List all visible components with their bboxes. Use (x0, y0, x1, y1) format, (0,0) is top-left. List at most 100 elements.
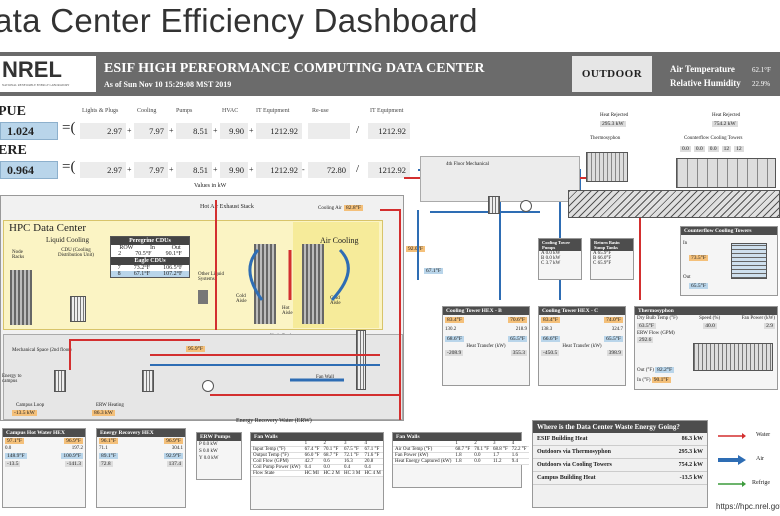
campus-loop-label: Campus Loop (16, 403, 45, 408)
peregrine-cdus-table: Peregrine CDUs ROW In Out 2 70.5°F 90.1°… (110, 236, 190, 278)
table-row: 72.8 137.4 (97, 460, 185, 468)
fw-label: Input Temp (°F) (251, 446, 303, 453)
air-node-rack-right (302, 244, 324, 324)
liquid-node-rack (10, 270, 32, 325)
pump-602-icon (520, 200, 532, 212)
cdu-out: 90.1°F (165, 251, 182, 257)
thermosyphon-coil (693, 343, 773, 371)
mech-space-label: Mechanical Space (2nd floor) (12, 348, 72, 353)
fw-cell: 67.4 °F (302, 446, 322, 453)
cdu-in: 73.2°F (133, 265, 150, 271)
fw-cell: 0.0 (321, 464, 342, 471)
plus-sign: + (127, 126, 132, 135)
fw-cell: 11.2 (490, 458, 510, 465)
tower-structure (568, 190, 780, 218)
waste-label: Campus Building Heat (537, 475, 596, 481)
air-node-rack-left (254, 244, 276, 324)
fw-cell: 1.8 (453, 458, 473, 465)
ct-hex-b-title: Cooling Tower HEX - B (443, 307, 529, 315)
col-pumps: Pumps (176, 108, 193, 114)
pue-label: PUE (0, 104, 26, 119)
fw-cell: 9.4 (509, 458, 529, 465)
legend-arrows (718, 433, 746, 487)
campus-flow-left: 0.0 (5, 446, 12, 451)
minus-sign: - (302, 165, 305, 174)
counterflow-label: Counterflow Cooling Towers (684, 136, 743, 141)
table-row: Campus Building Heat-13.5 kW (533, 472, 707, 485)
fourth-floor-label: 4th Floor Mechanical (446, 162, 490, 167)
campus-hex-panel: Campus Hot Water HEX 97.1°F 96.9°F 0.0 1… (2, 428, 86, 508)
waste-value: 754.2 kW (678, 462, 703, 468)
nrel-logo (0, 56, 96, 92)
fw-cell: HC MI (302, 470, 322, 477)
plus-sign: + (249, 165, 254, 174)
campus-in-left: 148.9°F (5, 453, 27, 459)
list-item: A 65.9°F (591, 251, 633, 256)
pump-id: Y (199, 456, 203, 461)
fw-cell: HC 3 M (341, 470, 363, 477)
counterflow-tower-panel: Counterflow Cooling Towers In 73.5°F Out… (680, 226, 778, 296)
peregrine-header-row: ROW In Out (111, 245, 189, 251)
table-row: 97.1°F 96.9°F (3, 437, 85, 445)
thermo-flow-label: ERW Flow (GPM) (637, 331, 675, 336)
air-temp-label: Air Temperature (670, 64, 735, 74)
cdu-row: 2 (118, 251, 122, 257)
col-lights: Lights & Plugs (82, 108, 119, 114)
pump-power: 0.0 kW (203, 449, 218, 454)
col-reuse: Re-use (312, 108, 329, 114)
tank-temp: 65.9°F (597, 261, 612, 266)
campus-in-right: 96.9°F (64, 438, 83, 444)
erw-out-left: 96.1°F (99, 438, 118, 444)
hexc-in-right: 74.0°F (604, 317, 623, 323)
ere-it2: 1212.92 (368, 162, 410, 178)
col-it2: IT Equipment (370, 108, 404, 114)
fw-label: Output Temp (°F) (251, 452, 303, 459)
ere-value: 0.964 (0, 161, 58, 179)
fw-cell: 72.2 °F (509, 446, 529, 453)
cdu-out: 107.2°F (163, 271, 183, 277)
tank-id: C (593, 261, 597, 266)
list-item: A 0.0 kW (539, 251, 581, 256)
thermo-out-label: Out (°F) (637, 368, 654, 373)
peregrine-col-row: ROW (119, 245, 134, 251)
cdu-label: CDU (Cooling Distribution Unit) (58, 248, 94, 258)
table-row: 71.1 304.1 (97, 445, 185, 452)
pue-hvac: 9.90 (220, 123, 248, 139)
other-liquid-unit (198, 290, 208, 304)
list-item: P 0.0 kW (197, 441, 241, 448)
waste-value: 86.3 kW (681, 436, 703, 442)
thermo-fan-label: Fan Power (kW) (741, 316, 775, 321)
pue-lights: 2.97 (80, 123, 126, 139)
fan-walls-title: Fan Walls (393, 433, 521, 441)
fw-cell: 0.4 (341, 464, 363, 471)
erw-pumps-panel: ERW Pumps P 0.0 kW S 0.0 kW Y 0.0 kW (196, 432, 242, 480)
fw-cell: 68.7 °F (453, 446, 473, 453)
fw-cell: 0.6 (321, 458, 342, 465)
campus-hex-unit (54, 370, 66, 392)
hexb-out-left: 83.4°F (445, 317, 464, 323)
col-hvac: HVAC (222, 108, 239, 114)
fw-cell: 42.7 (302, 458, 322, 465)
fw-cell: 67.1 °F (362, 446, 383, 453)
hot-water-riser (380, 209, 401, 420)
thermo-speed: 40.0 (703, 323, 717, 329)
pump-power: 0.0 kW (203, 456, 219, 461)
fw-col: 4 (509, 441, 529, 447)
fw-cell: 70.1 °F (472, 446, 491, 453)
eagle-title: Eagle CDUs (111, 257, 189, 265)
plus-sign: + (169, 165, 174, 174)
fw-col: 4 (362, 441, 383, 447)
air-temp-value: 62.1°F (752, 66, 771, 74)
thermosyphon-unit (586, 152, 628, 182)
footer-url[interactable]: https://hpc.nrel.gov/dc (716, 502, 780, 511)
ere-reuse: 72.80 (308, 162, 350, 178)
pump-power: 0.0 kW (202, 442, 218, 447)
fw-cell: 0.0 (472, 452, 491, 459)
erw-in-right: 96.9°F (164, 438, 183, 444)
fw-cell: HC 4 M (362, 470, 383, 477)
